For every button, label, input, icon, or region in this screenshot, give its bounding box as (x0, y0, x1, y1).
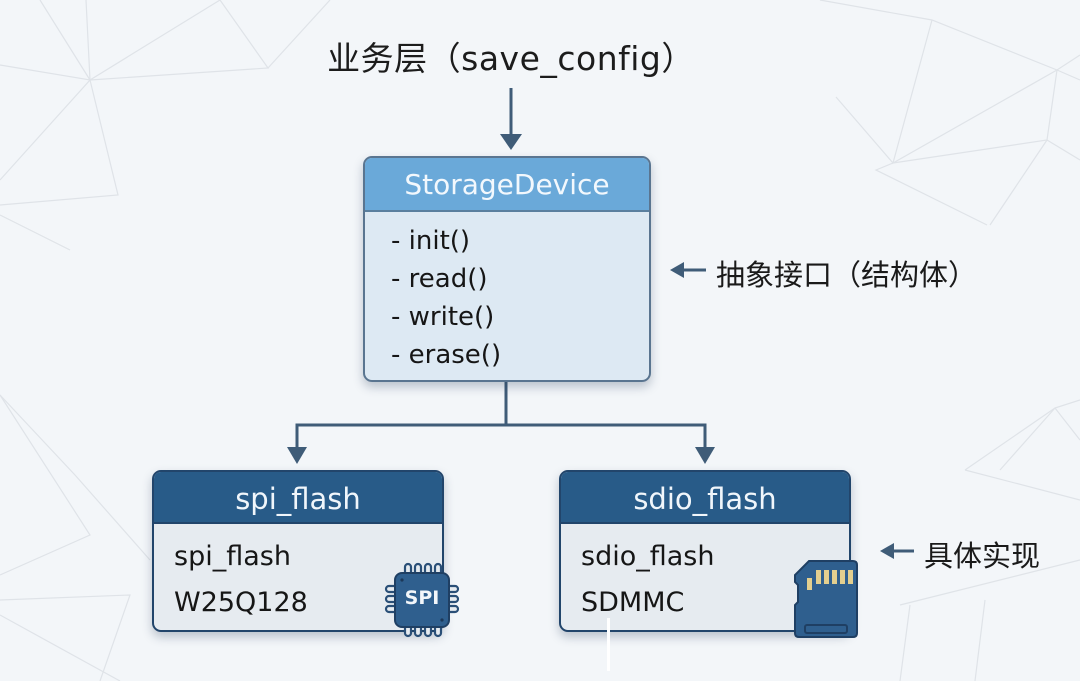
interface-annotation: 抽象接口（结构体） (716, 252, 977, 294)
interface-annotation-text: 抽象接口（结构体） (716, 258, 978, 292)
sdio-flash-title: sdio_flash (561, 472, 849, 524)
interface-methods: - init() - read() - write() - erase() (365, 212, 649, 374)
interface-title: StorageDevice (365, 158, 649, 212)
spi-chip-icon: SPI (384, 562, 460, 638)
arrowhead-left (880, 543, 894, 559)
arrowhead-down (287, 447, 307, 464)
spi-flash-body: spi_flash W25Q128 (154, 524, 442, 626)
method-write: - write() (391, 302, 495, 332)
spi-flash-title: spi_flash (154, 472, 442, 524)
method-init: - init() (391, 226, 471, 256)
spi-flash-line-1: spi_flash (174, 541, 291, 572)
sdio-flash-line-2: SDMMC (581, 587, 685, 618)
implementations-annotation: 具体实现 (924, 533, 1040, 575)
method-read: - read() (391, 264, 488, 294)
sd-card-icon (793, 559, 859, 639)
sdio-flash-body: sdio_flash SDMMC (561, 524, 849, 626)
sdio-flash-line-1: sdio_flash (581, 541, 715, 572)
interface-box: StorageDevice - init() - read() - write(… (363, 156, 651, 382)
caller-layer-label: 业务层（save_config） (327, 39, 695, 78)
text-cursor (607, 618, 610, 671)
arrowhead-down (500, 134, 522, 150)
spi-flash-box: spi_flash spi_flash W25Q128 (152, 470, 444, 632)
implementations-annotation-text: 具体实现 (924, 539, 1041, 573)
arrowhead-left (670, 262, 684, 278)
spi-flash-line-2: W25Q128 (174, 587, 308, 618)
arrowhead-down (695, 447, 715, 464)
spi-chip-label: SPI (404, 587, 440, 609)
method-erase: - erase() (391, 340, 502, 370)
